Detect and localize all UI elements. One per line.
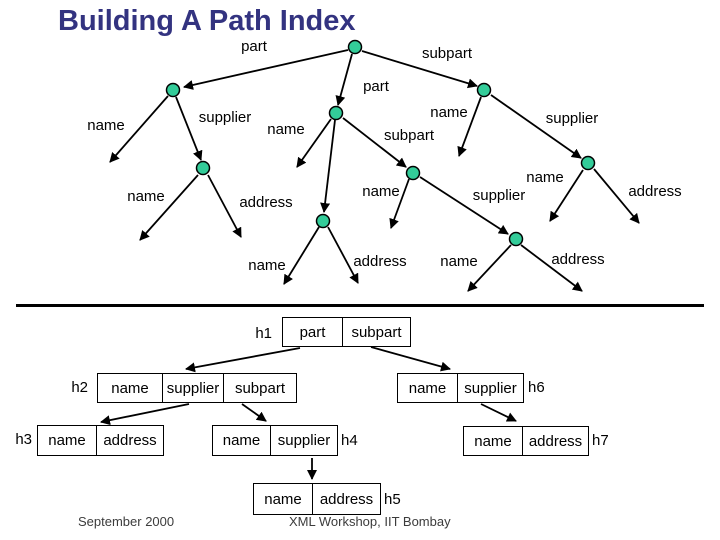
tree-node: [476, 82, 492, 98]
index-arrow-h2-h3: [100, 403, 190, 426]
index-cell: address: [528, 432, 583, 450]
footer-date: September 2000: [78, 514, 175, 529]
edge-label-part: part: [363, 78, 390, 95]
index-cell: address: [103, 432, 157, 449]
index-box-h6: name supplier: [397, 373, 524, 403]
edge-label-supplier: supplier: [473, 187, 526, 204]
tree-node: [195, 160, 211, 176]
tree-edge-name-leaf: [109, 95, 169, 163]
edge-label-supplier: supplier: [546, 110, 599, 127]
index-arrow-h6-h7: [480, 403, 517, 422]
tree-edge-address-leaf: [520, 244, 583, 292]
edge-label-name: name: [362, 183, 400, 200]
tree-edge-address-leaf: [593, 168, 640, 224]
edge-label-supplier: supplier: [199, 109, 252, 126]
separator-line: [16, 304, 704, 307]
index-label-h7: h7: [592, 432, 609, 449]
edge-label-subpart: subpart: [422, 45, 473, 62]
edge-label-address: address: [551, 251, 604, 268]
edge-label-name: name: [440, 253, 478, 270]
index-box-h4: name supplier: [212, 425, 338, 456]
index-cell: subpart: [234, 379, 286, 397]
index-cell: name: [213, 426, 271, 455]
index-cell: name: [464, 427, 523, 455]
index-label-h3: h3: [15, 431, 32, 448]
edge-label-address: address: [628, 183, 681, 200]
index-box-h1: part subpart: [282, 317, 411, 347]
tree-edge-name-leaf: [139, 174, 199, 241]
tree-edge-address-leaf: [207, 174, 242, 238]
edge-label-address: address: [239, 194, 292, 211]
index-cell: supplier: [163, 374, 224, 402]
tree-edge-name-leaf: [389, 178, 410, 229]
index-cell: name: [398, 374, 458, 402]
tree-edge-name-leaf: [296, 118, 332, 168]
edge-label-address: address: [353, 253, 406, 270]
index-cell: supplier: [277, 432, 331, 449]
index-arrow-h1-h2: [185, 347, 301, 373]
edge-label-name: name: [87, 117, 125, 134]
index-cell: subpart: [351, 323, 402, 341]
tree-edge-part-mid: [335, 53, 353, 106]
tree-edge-subpart: [342, 117, 407, 168]
index-cell: name: [98, 374, 163, 402]
tree-edge-supplier: [419, 176, 509, 235]
index-cell: name: [254, 484, 313, 514]
edge-label-subpart: subpart: [384, 127, 435, 144]
tree-edge-part-left: [183, 49, 349, 90]
tree-node: [328, 105, 344, 121]
tree-edge-address-leaf: [327, 226, 359, 284]
index-box-h2: name supplier subpart: [97, 373, 297, 403]
tree-edge-name-leaf: [549, 169, 584, 222]
tree-node: [580, 155, 596, 171]
footer-venue: XML Workshop, IIT Bombay: [289, 514, 451, 529]
tree-edge-name-leaf: [467, 244, 512, 292]
tree-node: [315, 213, 331, 229]
tree-edge-name-leaf: [283, 226, 320, 285]
tree-edge-unlabeled: [320, 119, 336, 213]
index-box-h3: name address: [37, 425, 164, 456]
index-arrow-h1-h6: [370, 346, 451, 372]
edge-label-name: name: [430, 104, 468, 121]
tree-node: [165, 82, 181, 98]
tree-edge-supplier: [175, 96, 203, 161]
index-cell: part: [283, 318, 343, 346]
tree-node: [405, 165, 421, 181]
tree-edge-supplier: [490, 94, 582, 159]
tree-edge-name-leaf: [457, 96, 482, 157]
index-box-h7: name address: [463, 426, 589, 456]
index-label-h2: h2: [71, 379, 88, 396]
index-box-h5: name address: [253, 483, 381, 515]
edge-label-name: name: [267, 121, 305, 138]
index-cell: address: [319, 490, 374, 508]
tree-edge-subpart-right: [361, 50, 478, 89]
index-label-h1: h1: [255, 325, 272, 342]
edge-label-part: part: [241, 38, 268, 55]
index-label-h5: h5: [384, 491, 401, 508]
edge-label-name: name: [248, 257, 286, 274]
edge-label-name: name: [127, 188, 165, 205]
index-cell: name: [38, 426, 97, 455]
index-cell: supplier: [464, 379, 517, 397]
edge-label-name: name: [526, 169, 564, 186]
slide-title: Building A Path Index: [58, 5, 356, 37]
index-label-h4: h4: [341, 432, 358, 449]
tree-node-root: [347, 39, 363, 55]
index-label-h6: h6: [528, 379, 545, 396]
index-arrow-h2-h4: [241, 403, 267, 422]
tree-node: [508, 231, 524, 247]
